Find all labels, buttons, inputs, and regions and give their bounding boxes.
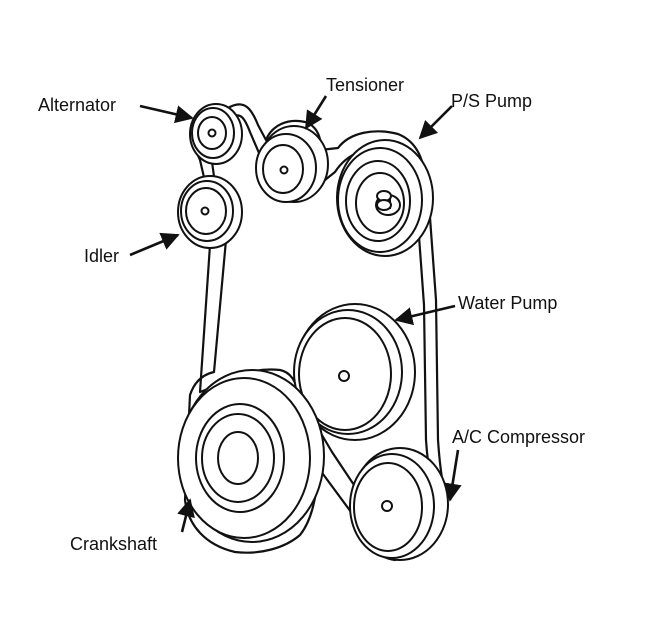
ps-pump-pulley <box>336 139 434 257</box>
ps-pump-arrow <box>418 105 453 140</box>
alternator-arrow <box>139 104 194 124</box>
ac-compressor-label: A/C Compressor <box>452 427 586 447</box>
water-pump-arrow <box>394 304 456 326</box>
tensioner-pulley <box>255 125 329 203</box>
idler-pulley <box>177 175 243 249</box>
alternator-pulley <box>189 103 243 165</box>
ps-pump-label: P/S Pump <box>451 91 533 111</box>
tensioner-arrow <box>304 95 328 130</box>
crankshaft-arrow <box>177 498 195 533</box>
idler-arrow <box>129 232 180 257</box>
alternator-label: Alternator <box>38 95 117 115</box>
water-pump-label: Water Pump <box>458 293 558 313</box>
tensioner-label: Tensioner <box>326 75 405 95</box>
crankshaft-label: Crankshaft <box>70 534 158 554</box>
ac-compressor-pulley <box>349 447 449 561</box>
crankshaft-pulley <box>177 369 325 543</box>
idler-label: Idler <box>84 246 120 266</box>
leader-arrows <box>129 95 462 533</box>
water-pump-pulley <box>293 303 416 441</box>
ac-compressor-arrow <box>443 449 462 502</box>
